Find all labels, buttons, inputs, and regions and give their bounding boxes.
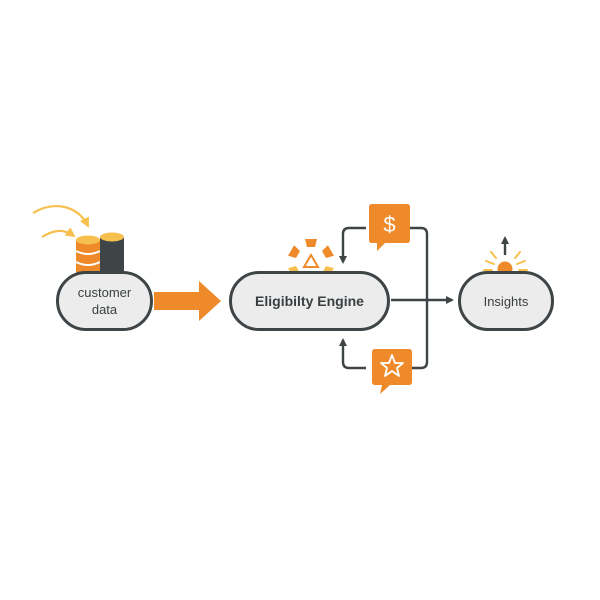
dollar-badge: $ [369, 204, 410, 251]
incoming-data-arrows [32, 205, 89, 238]
feedback-loop [339, 226, 429, 370]
customer-data-node: customer data [56, 271, 153, 331]
eligibility-engine-node: Eligibilty Engine [229, 271, 390, 331]
insights-label: Insights [483, 293, 529, 309]
flow-arrow-main [154, 281, 221, 321]
star-badge [372, 349, 412, 394]
eligibility-engine-label: Eligibilty Engine [255, 293, 364, 309]
customer-data-label-line2: data [91, 302, 118, 317]
customer-data-label-line1: customer [77, 285, 132, 300]
insights-node: Insights [458, 271, 554, 331]
dollar-sign-icon: $ [383, 212, 395, 237]
star-icon [380, 354, 404, 377]
